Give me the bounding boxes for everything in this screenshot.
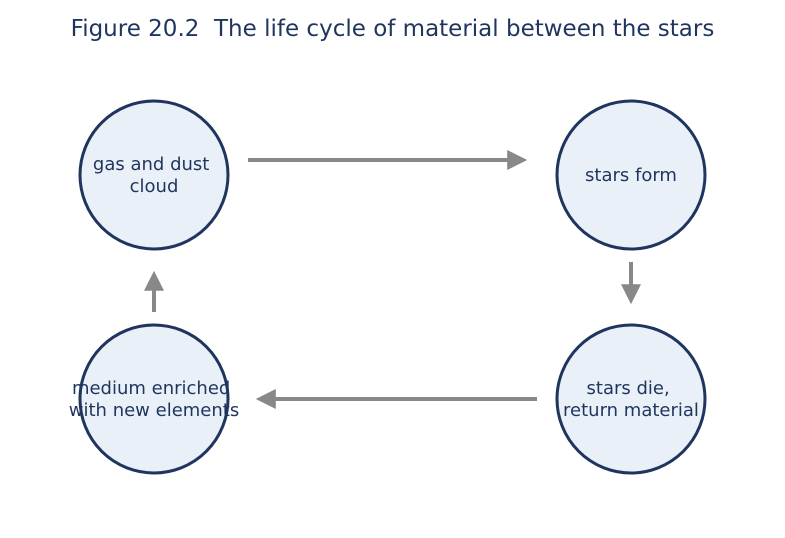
node-stars-die-label-line-2: return material [563,400,699,421]
node-stars-form: stars form [555,99,707,251]
node-stars-die-label: stars die, return material [563,378,699,421]
node-medium-enriched-circle [78,323,230,475]
figure-title: Figure 20.2 The life cycle of material b… [70,16,715,42]
node-stars-die-circle [555,323,707,475]
node-medium-enriched-label: medium enriched with new elements [69,378,239,421]
node-stars-form-circle [555,99,707,251]
node-gas-and-dust-cloud-label: gas and dust cloud [93,154,215,197]
node-stars-form-label: stars form [585,165,677,186]
node-medium-enriched-label-line-1: medium enriched [72,378,230,399]
node-stars-die-label-line-1: stars die, [587,378,670,399]
node-medium-enriched-label-line-2: with new elements [69,400,239,421]
node-stars-die: stars die, return material [555,323,707,475]
node-stars-form-label-line-1: stars form [585,165,677,186]
node-gas-and-dust-cloud-circle [78,99,230,251]
node-gas-and-dust-cloud-label-line-1: gas and dust [93,154,209,175]
node-medium-enriched: medium enriched with new elements [69,323,239,475]
node-gas-and-dust-cloud: gas and dust cloud [78,99,230,251]
node-gas-and-dust-cloud-label-line-2: cloud [130,176,179,197]
